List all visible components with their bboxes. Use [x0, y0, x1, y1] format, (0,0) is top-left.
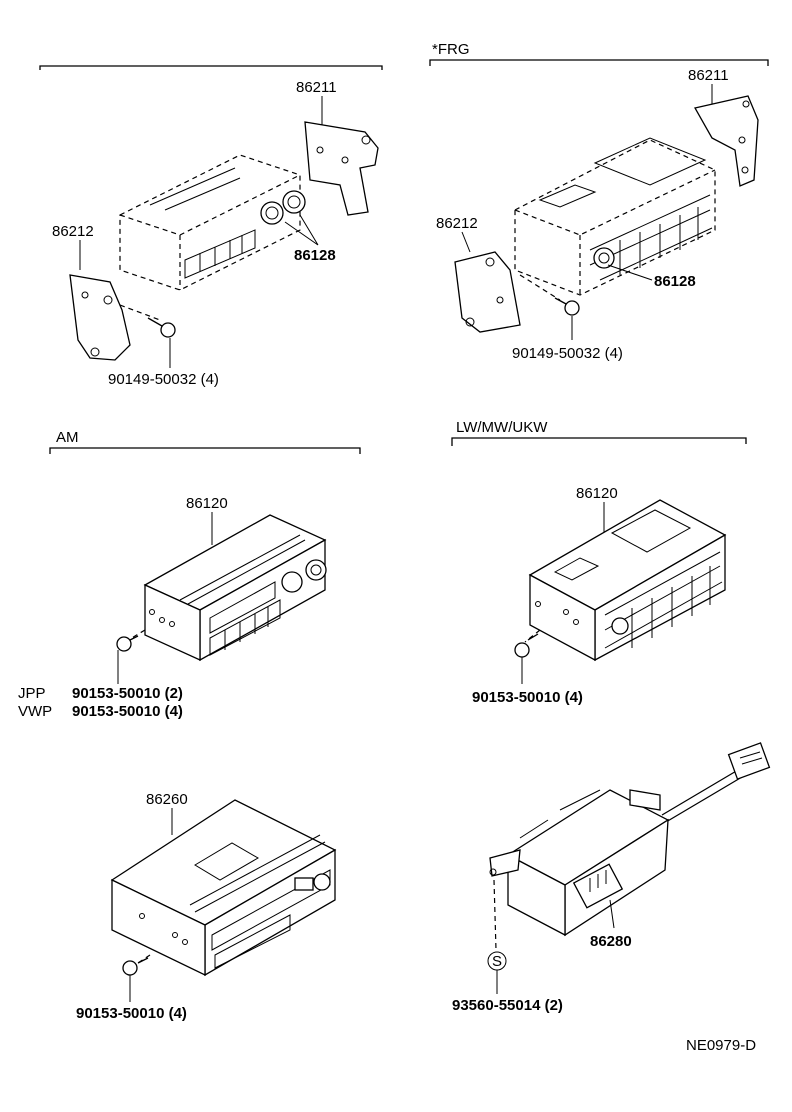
bracket-left-86212 — [454, 251, 521, 333]
bracket-left-86212 — [69, 274, 131, 361]
label-86120-right: 86120 — [576, 485, 618, 502]
radio-unit-dashed — [514, 137, 716, 296]
section-amplifier: 86280 S 93560-55014 (2) — [452, 742, 771, 1014]
section-bracket-line — [429, 59, 769, 66]
connector-plug — [661, 742, 771, 823]
knob-86128 — [260, 190, 306, 225]
label-86120-left: 86120 — [186, 495, 228, 512]
section-bracket-line — [39, 65, 383, 70]
section-bracket-line — [451, 437, 747, 446]
label-screw-mr: 90153-50010 (4) — [472, 689, 583, 706]
screw-icon — [554, 297, 580, 316]
label-86212-left: 86212 — [52, 223, 94, 240]
footer-code: NE0979-D — [686, 1037, 756, 1054]
amplifier-86280 — [489, 789, 670, 937]
radio-unit-dashed — [119, 154, 301, 291]
section-title-lw-mw-ukw: LW/MW/UKW — [456, 419, 548, 436]
section-top-left: 86211 86128 86212 90149-50032 (4) — [39, 65, 383, 388]
label-86128-left: 86128 — [294, 247, 336, 264]
label-screw-tl: 90149-50032 (4) — [108, 371, 219, 388]
section-lw-mw-ukw: LW/MW/UKW 86120 90153-50010 (4) — [451, 419, 747, 706]
label-86211-right: 86211 — [688, 67, 729, 84]
label-86212-right: 86212 — [436, 215, 478, 232]
label-screw-br: 93560-55014 (2) — [452, 997, 563, 1014]
label-86280: 86280 — [590, 933, 632, 950]
label-screw-jpp: 90153-50010 (2) — [72, 685, 183, 702]
label-screw-vwp: 90153-50010 (4) — [72, 703, 183, 720]
screw-icon — [122, 957, 149, 976]
label-jpp: JPP — [18, 685, 46, 702]
bracket-right-86211 — [304, 121, 379, 216]
fm-receiver-86120 — [528, 499, 727, 662]
cassette-deck-86260 — [110, 799, 337, 977]
section-title-am: AM — [56, 429, 79, 446]
section-title-frg: *FRG — [432, 41, 470, 58]
section-am: AM 86120 JPP 90153-50010 (2) VWP 90153-5… — [18, 429, 361, 720]
label-screw-bl: 90153-50010 (4) — [76, 1005, 187, 1022]
screw-icon — [147, 317, 176, 338]
am-receiver-86120 — [143, 514, 327, 662]
label-screw-tr: 90149-50032 (4) — [512, 345, 623, 362]
section-cassette: 86260 90153-50010 (4) — [76, 791, 337, 1022]
label-86128-right: 86128 — [654, 273, 696, 290]
knob-86128 — [593, 247, 615, 269]
section-top-right: *FRG 86211 86128 86212 90149-50032 (4) — [429, 41, 769, 362]
label-86260: 86260 — [146, 791, 188, 808]
label-86211-left: 86211 — [296, 79, 337, 96]
screw-icon — [116, 635, 139, 652]
s-screw-symbol: S — [487, 951, 507, 971]
section-bracket-line — [49, 447, 361, 454]
bracket-right-86211 — [694, 95, 759, 187]
s-screw-letter: S — [492, 953, 502, 970]
label-vwp: VWP — [18, 703, 52, 720]
screw-icon — [514, 633, 539, 658]
